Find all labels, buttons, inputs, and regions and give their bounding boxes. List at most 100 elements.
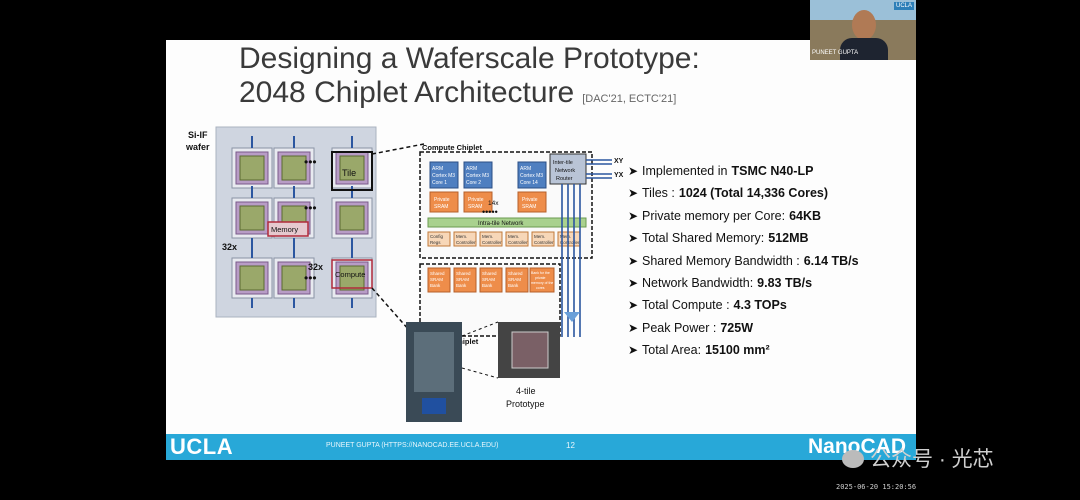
spec-value: 6.14 TB/s <box>803 253 859 268</box>
core-block <box>463 161 493 189</box>
wafer-tiles <box>231 136 373 308</box>
core-label: ARM <box>432 166 443 172</box>
spec-item: ➤Total Compute :4.3 TOPs <box>628 298 916 320</box>
usb-module <box>422 398 446 414</box>
controller-label: Mem. <box>508 234 519 239</box>
wafer-tile <box>331 186 373 248</box>
core-label: Core 1 <box>432 180 447 186</box>
bank-label: Bank <box>430 283 441 288</box>
footer-credit: PUNEET GUPTA (HTTPS://NANOCAD.EE.UCLA.ED… <box>326 442 499 449</box>
spec-label: Total Shared Memory: <box>642 231 765 246</box>
arrow-bullet-icon: ➤ <box>628 164 639 178</box>
mem-controller <box>531 231 555 247</box>
bank-label: SRAM <box>456 277 469 282</box>
arrow-bullet-icon: ➤ <box>628 253 639 268</box>
title-line-1: Designing a Waferscale Prototype: <box>239 42 700 75</box>
bank-label: Shared <box>508 271 523 276</box>
sram-banks: SharedSRAMBankSharedSRAMBankSharedSRAMBa… <box>427 267 529 293</box>
controller-label: Regs <box>430 240 441 245</box>
bank-label: Shared <box>456 271 471 276</box>
dots-label: ••• <box>304 271 317 285</box>
intra-tile-network <box>427 217 587 228</box>
intra-tile-label: Intra-tile Network <box>478 221 524 227</box>
private-sram <box>463 191 493 213</box>
bank-note-3: memory of the <box>531 281 553 285</box>
mem-controller <box>453 231 477 247</box>
sram-label: SRAM <box>468 204 482 210</box>
prototype-label-1: 4-tile <box>516 386 536 396</box>
core-block <box>517 161 547 189</box>
arrow-bullet-icon: ➤ <box>628 343 639 358</box>
shared-sram-bank <box>479 267 503 293</box>
bank-note-box <box>529 267 555 293</box>
count-32x-vertical: 32x <box>222 242 237 252</box>
spec-label: Tiles : <box>642 186 675 201</box>
mem-controllers: ConfigRegsMem.ControllerMem.ControllerMe… <box>427 231 581 247</box>
controller-label: Controller <box>482 240 502 245</box>
spec-label: Shared Memory Bandwidth : <box>642 253 800 268</box>
spec-label: Private memory per Core: <box>642 208 786 223</box>
wafer-tile <box>231 136 273 198</box>
core-label: ARM <box>466 166 477 172</box>
spec-label: Implemented in <box>642 164 728 178</box>
arrow-bullet-icon: ➤ <box>628 231 639 246</box>
compute-chiplet-label: Compute Chiplet <box>422 143 482 152</box>
board-chips <box>414 332 454 392</box>
bank-note-4: cores <box>536 286 545 290</box>
spec-item: ➤Private memory per Core:64KB <box>628 209 916 231</box>
core-label: Cortex M3 <box>466 173 489 179</box>
watermark: 公众号 · 光芯 <box>842 443 994 473</box>
count-32x-horizontal: 32x <box>308 262 323 272</box>
wafer-tile <box>231 186 273 248</box>
spec-value: 4.3 TOPs <box>733 298 787 313</box>
spec-label: Total Compute : <box>642 298 730 313</box>
webcam-thumbnail[interactable]: PUNEET GUPTA UCLA <box>810 0 916 60</box>
zoom-line <box>371 143 425 155</box>
spec-item: ➤Total Area:15100 mm² <box>628 343 916 365</box>
sram-label: SRAM <box>522 204 536 210</box>
private-sram <box>517 191 547 213</box>
core-label: Core 14 <box>520 180 538 186</box>
arrow-bullet-icon: ➤ <box>628 320 639 335</box>
architecture-diagram: Si-IF wafer ••• ••• ••• 32x 32x Tile Mem… <box>185 126 624 422</box>
controller-label: Mem. <box>456 234 467 239</box>
speaker-head <box>852 10 876 40</box>
controller-label: Controller <box>508 240 528 245</box>
timestamp: 2025-06-20 15:20:56 <box>836 483 917 491</box>
spec-item: ➤Network Bandwidth:9.83 TB/s <box>628 276 916 298</box>
controller-label: Controller <box>534 240 554 245</box>
spec-item: ➤Peak Power :725W <box>628 321 916 343</box>
shared-sram-bank <box>453 267 477 293</box>
spec-item: ➤Tiles :1024 (Total 14,336 Cores) <box>628 186 916 208</box>
bank-note-2: private <box>535 276 546 280</box>
prototype-label-2: Prototype <box>506 399 545 409</box>
bank-label: Shared <box>482 271 497 276</box>
core-label: Cortex M3 <box>520 173 543 179</box>
ucla-logo: UCLA <box>170 434 234 459</box>
dots-label: ••• <box>304 201 317 215</box>
spec-value: 1024 (Total 14,336 Cores) <box>678 186 829 201</box>
xy-label: XY <box>614 158 624 165</box>
dots-label: ••• <box>304 155 317 169</box>
citation: [DAC'21, ECTC'21] <box>582 93 677 105</box>
wechat-icon <box>842 450 864 468</box>
sram-label: Private <box>522 197 538 203</box>
router-label-2: Network <box>555 168 575 174</box>
router-links <box>561 159 612 337</box>
arrow-bullet-icon: ➤ <box>628 275 639 290</box>
sram-label: Private <box>434 197 450 203</box>
wafer-tile <box>231 246 273 308</box>
inter-tile-router <box>549 153 587 185</box>
tile-highlight <box>331 151 373 191</box>
yx-label: YX <box>614 172 624 179</box>
bank-note-1: Bank for the <box>531 271 550 275</box>
si-if-label: Si-IF <box>188 130 208 140</box>
spec-item: ➤Total Shared Memory:512MB <box>628 231 916 253</box>
memory-highlight <box>267 221 309 237</box>
slide-footer: UCLA PUNEET GUPTA (HTTPS://NANOCAD.EE.UC… <box>166 434 916 460</box>
spec-value: 9.83 TB/s <box>757 275 813 290</box>
spec-label: Total Area: <box>642 343 702 358</box>
memory-label: Memory <box>271 225 298 234</box>
